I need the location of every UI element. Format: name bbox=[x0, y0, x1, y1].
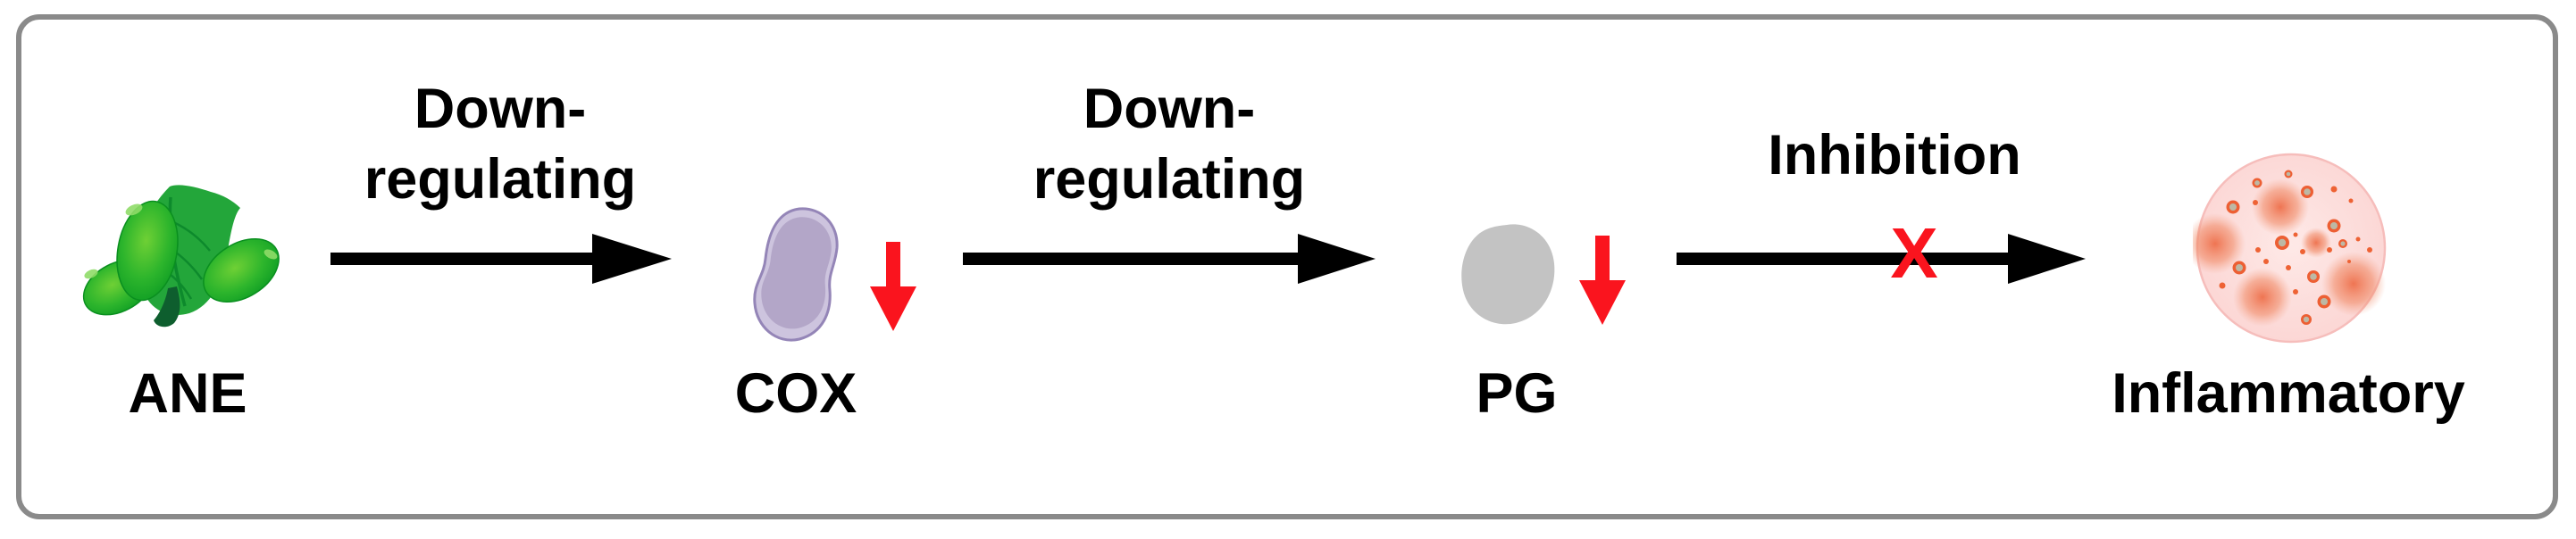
arrow-ane-to-cox bbox=[330, 234, 672, 284]
edge-label-downregulating-1: Down- regulating bbox=[277, 74, 723, 215]
red-down-arrow-icon bbox=[1579, 236, 1626, 325]
arrow-cox-to-pg bbox=[963, 234, 1376, 284]
edge1-line1: Down- bbox=[414, 78, 587, 140]
small-granules bbox=[2219, 186, 2372, 294]
red-x-block-marker: X bbox=[1890, 213, 1938, 293]
edge1-line2: regulating bbox=[364, 148, 637, 211]
fuzzy-granules bbox=[2193, 178, 2386, 327]
edge-label-downregulating-2: Down- regulating bbox=[946, 74, 1393, 215]
node-label-cox: COX bbox=[734, 362, 857, 425]
ringed-granules bbox=[2226, 170, 2347, 325]
edge2-line1: Down- bbox=[1083, 78, 1256, 140]
inflammatory-cell-icon bbox=[2193, 153, 2387, 344]
edge-label-inhibition: Inhibition bbox=[1671, 120, 2118, 191]
edge3-text: Inhibition bbox=[1768, 124, 2021, 187]
areca-fruits bbox=[82, 200, 280, 316]
edge2-line2: regulating bbox=[1033, 148, 1306, 211]
red-down-arrow-icon bbox=[870, 242, 916, 331]
cox-enzyme-blob-icon bbox=[753, 207, 839, 342]
stem-shape bbox=[154, 286, 180, 328]
figure-frame bbox=[16, 14, 2558, 519]
node-label-ane: ANE bbox=[128, 362, 247, 425]
node-label-pg: PG bbox=[1476, 362, 1558, 425]
arrow-pg-to-inflammatory bbox=[1677, 234, 2086, 284]
node-label-inflammatory: Inflammatory bbox=[2112, 362, 2465, 425]
pg-molecule-blob-icon bbox=[1461, 224, 1555, 325]
areca-nuts-icon bbox=[82, 185, 280, 328]
